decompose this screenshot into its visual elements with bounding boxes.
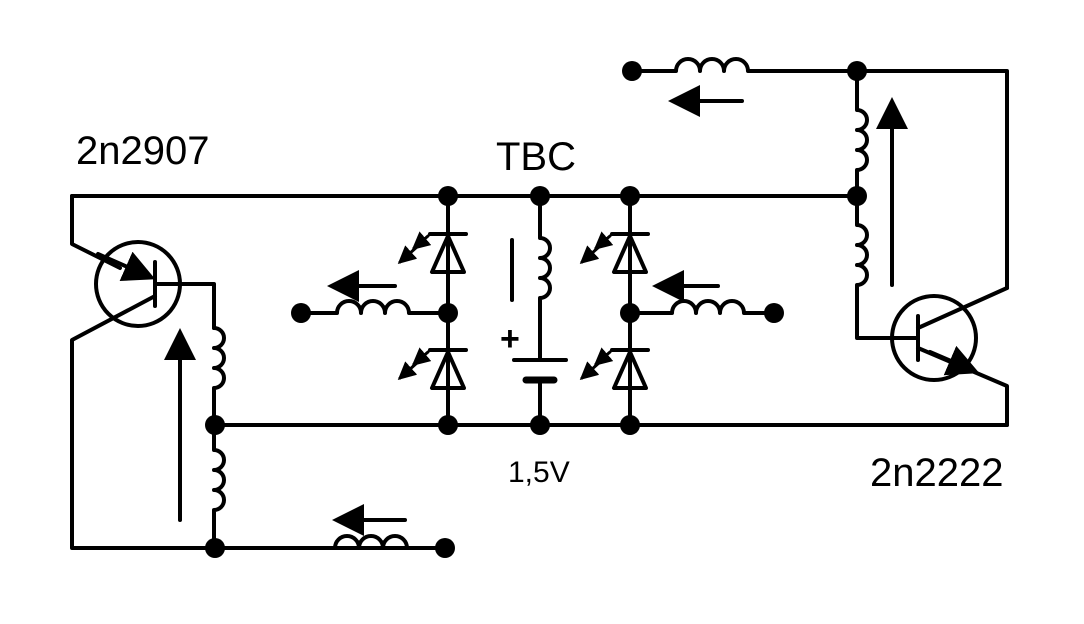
junction-dots (205, 61, 867, 558)
right-transistor-label: 2n2222 (870, 451, 1003, 495)
npn-transistor-2n2222 (890, 294, 978, 382)
left-lower-winding (212, 423, 226, 550)
junction-dot (764, 303, 784, 323)
pnp-base-lead (153, 282, 216, 330)
npn-emitter-arrow (928, 345, 980, 376)
tbc-coil (538, 194, 552, 360)
top-output-wire (630, 57, 1009, 290)
battery-voltage-label: 1,5V (508, 456, 570, 489)
npn-collector-lead (916, 286, 1009, 330)
pnp-collector-lead (70, 294, 447, 550)
left-upper-led (430, 234, 466, 274)
junction-dot (438, 303, 458, 323)
right-lower-led (612, 350, 648, 390)
junction-dot (205, 415, 225, 435)
left-transistor-label: 2n2907 (76, 129, 209, 173)
pnp-emitter-arrow (96, 251, 156, 281)
junction-dot (530, 186, 550, 206)
battery-plus-label: + (500, 320, 520, 358)
junction-dot (438, 415, 458, 435)
right-upper-led (612, 234, 648, 274)
left-lower-led-ray2 (411, 347, 432, 366)
left-mid-output-wire (299, 299, 450, 315)
npn-emitter-lead (916, 346, 1009, 427)
left-upper-winding (212, 326, 226, 427)
right-lower-led-ray2 (593, 347, 614, 366)
junction-dot (530, 415, 550, 435)
left-lower-led (430, 350, 466, 390)
pnp-emitter-lead (70, 194, 122, 270)
right-upper-led-ray2 (593, 231, 614, 250)
bottom-output-coil (333, 534, 409, 550)
junction-dot (847, 61, 867, 81)
junction-dot (622, 61, 642, 81)
right-lower-winding (855, 194, 920, 340)
right-upper-winding (855, 69, 869, 198)
junction-dot (620, 303, 640, 323)
inductor-label: TBC (496, 135, 576, 179)
junction-dot (205, 538, 225, 558)
junction-dot (620, 415, 640, 435)
junction-dot (291, 303, 311, 323)
left-upper-led-ray2 (411, 231, 432, 250)
junction-dot (438, 186, 458, 206)
right-mid-output-wire (628, 299, 776, 315)
junction-dot (620, 186, 640, 206)
junction-dot (435, 538, 455, 558)
junction-dot (847, 186, 867, 206)
